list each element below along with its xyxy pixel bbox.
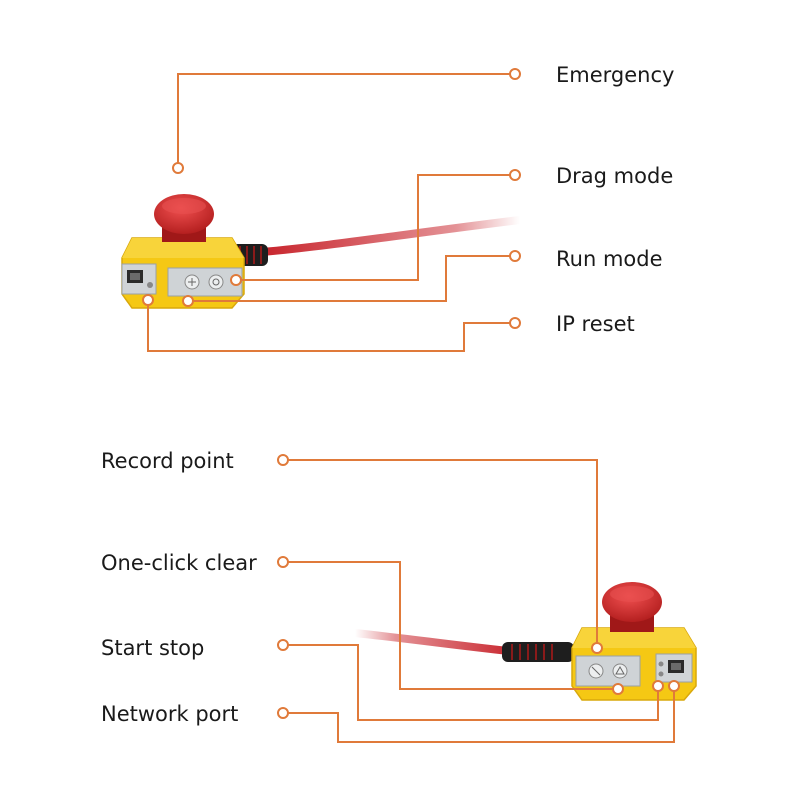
label-emergency: Emergency <box>556 63 674 87</box>
bottom-one-click-clear-button[interactable] <box>612 663 628 679</box>
label-record-point: Record point <box>101 449 234 473</box>
top-drag-mode-button[interactable] <box>208 274 224 290</box>
label-ip-reset: IP reset <box>556 312 635 336</box>
leader-run-mode <box>188 255 515 302</box>
label-drag-mode: Drag mode <box>556 164 673 188</box>
leader-record-point <box>283 459 598 648</box>
bottom-housing-top <box>572 628 696 648</box>
top-emergency-button[interactable] <box>154 194 214 242</box>
leader-dot <box>277 454 289 466</box>
leader-ip-reset <box>147 300 515 352</box>
top-device <box>121 194 524 309</box>
callout-labels: Emergency Drag mode Run mode IP reset Re… <box>101 63 674 726</box>
label-start-stop: Start stop <box>101 636 204 660</box>
leader-dot <box>509 317 521 329</box>
leader-dot <box>591 642 603 654</box>
leader-dot <box>230 274 242 286</box>
top-cable <box>258 216 524 256</box>
top-network-port[interactable] <box>121 263 157 295</box>
bottom-record-point-button[interactable] <box>588 663 604 679</box>
leader-network-port <box>283 686 675 743</box>
top-housing-top <box>122 238 244 258</box>
leader-drag-mode <box>236 174 515 281</box>
bottom-cable-relief <box>502 642 574 662</box>
leader-dot <box>509 68 521 80</box>
leader-start-stop <box>283 644 659 721</box>
leader-dot <box>277 639 289 651</box>
leader-dot <box>668 680 680 692</box>
leader-dot <box>142 294 154 306</box>
leader-dot <box>612 683 624 695</box>
label-network-port: Network port <box>101 702 238 726</box>
bottom-cable <box>351 629 522 656</box>
leader-dot <box>509 250 521 262</box>
label-one-click-clear: One-click clear <box>101 551 257 575</box>
leader-dot <box>277 707 289 719</box>
top-run-mode-button[interactable] <box>184 274 200 290</box>
label-run-mode: Run mode <box>556 247 663 271</box>
leader-dot <box>172 162 184 174</box>
bottom-emergency-button[interactable] <box>602 582 662 632</box>
leader-dot <box>182 295 194 307</box>
leader-one-click-clear <box>283 561 618 690</box>
leader-emergency <box>177 73 515 168</box>
leader-dot <box>277 556 289 568</box>
bottom-front-panel <box>575 655 641 687</box>
bottom-device <box>351 582 697 701</box>
leader-dot <box>509 169 521 181</box>
leader-dot <box>652 680 664 692</box>
top-front-panel <box>167 267 243 297</box>
bottom-network-port[interactable] <box>655 653 693 683</box>
leader-lines <box>142 68 680 743</box>
